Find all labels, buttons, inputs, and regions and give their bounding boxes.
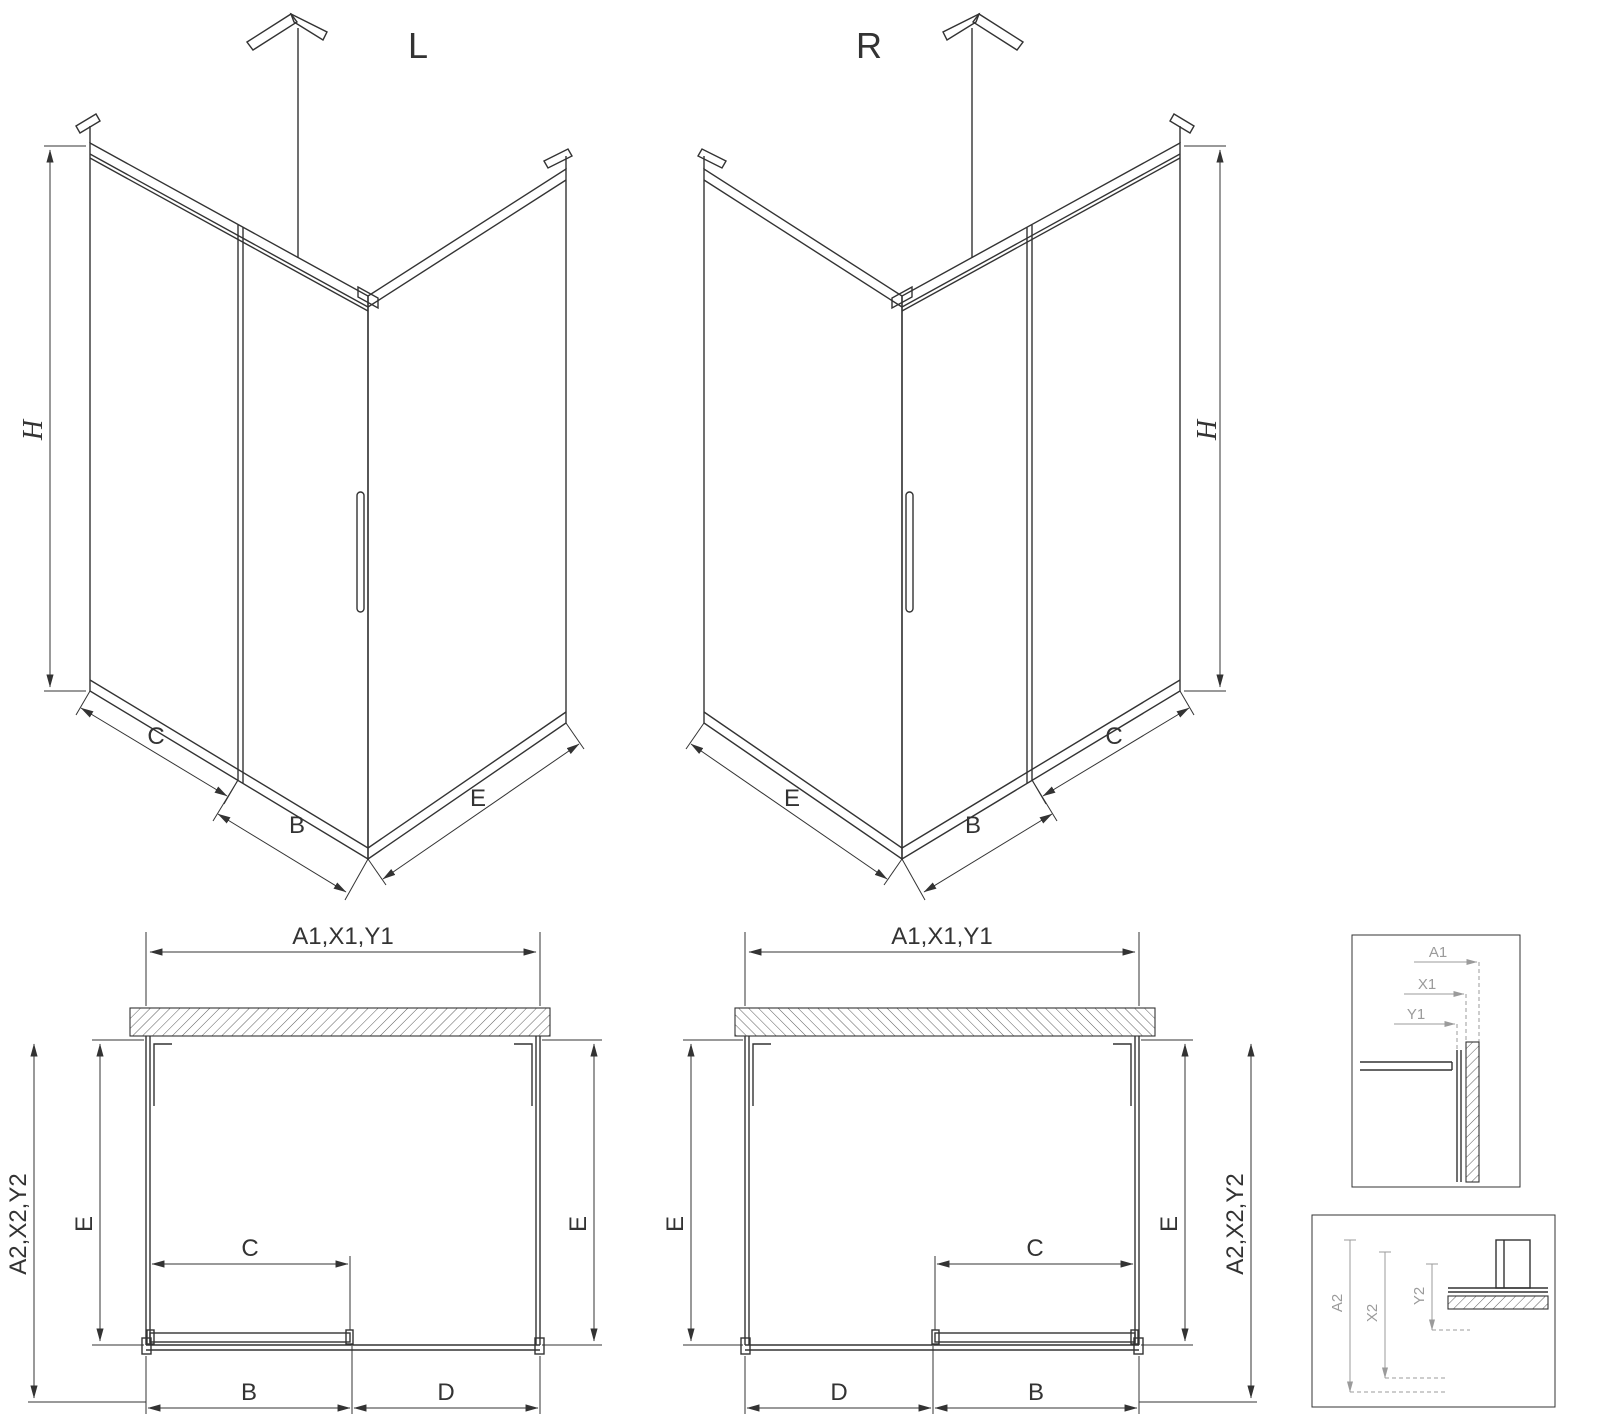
dim-label-c-left: C — [147, 723, 164, 750]
dim-label-a1-detail: A1 — [1429, 944, 1447, 961]
wall-bracket-right — [543, 148, 573, 169]
wall-profile-right — [514, 1043, 533, 1106]
view-label-right: R — [856, 25, 882, 66]
detail-view-bottom: A2 X2 Y2 — [1311, 1214, 1556, 1408]
plan-view-geometry — [28, 932, 602, 1414]
dim-label-e-plan-left-1: E — [71, 1216, 98, 1232]
dim-label-h-right: H — [1192, 418, 1223, 441]
view-label-left: L — [408, 25, 428, 66]
dim-label-c-plan-center: C — [1026, 1235, 1043, 1262]
dim-label-d-plan-left: D — [437, 1379, 454, 1406]
door-handle — [356, 491, 365, 613]
detail-bottom-profile — [1447, 1239, 1549, 1310]
wall-bracket-top-2 — [289, 12, 328, 41]
dim-label-x2-detail: X2 — [1364, 1304, 1381, 1322]
wall-bracket-left — [75, 113, 101, 134]
sliding-door-plan — [149, 1332, 351, 1343]
dim-label-c-plan-left: C — [241, 1235, 258, 1262]
dim-label-e-plan-center-2: E — [1156, 1216, 1183, 1232]
dim-label-c-right-iso: C — [1105, 723, 1122, 750]
corner-profile-block — [357, 285, 379, 310]
iso-left-labels: L H C B E — [18, 25, 486, 839]
iso-dimension-lines — [44, 145, 585, 901]
plan-left-labels: A1,X1,Y1 A2,X2,Y2 E E C B D — [5, 923, 592, 1406]
plan-glass-walls — [141, 1036, 545, 1355]
dim-label-a2-detail: A2 — [1329, 1294, 1346, 1312]
dim-label-b-right-iso: B — [965, 812, 981, 839]
iso-right-labels: R H E B C — [784, 25, 1223, 839]
dim-label-e-plan-left-2: E — [565, 1216, 592, 1232]
dim-label-y1-detail: Y1 — [1407, 1006, 1425, 1023]
dim-label-a1-plan-center: A1,X1,Y1 — [891, 923, 992, 950]
glass-panel-return — [367, 167, 567, 861]
dim-label-a2-plan-center: A2,X2,Y2 — [1222, 1173, 1249, 1274]
dim-label-b-left: B — [289, 812, 305, 839]
detail-top-wall-hatch — [1465, 1041, 1480, 1183]
dim-label-e-plan-center-1: E — [662, 1216, 689, 1232]
detail-bottom-wall-hatch — [1447, 1295, 1549, 1310]
detail-top-profile — [1360, 1041, 1480, 1183]
dim-label-b-plan-left: B — [241, 1379, 257, 1406]
plan-center-labels: A1,X1,Y1 A2,X2,Y2 E E C D B — [662, 923, 1249, 1406]
detail-view-top: A1 X1 Y1 — [1351, 934, 1521, 1188]
building-wall-hatch — [129, 1007, 551, 1037]
plan-dimension-lines — [28, 932, 602, 1414]
iso-enclosure-geometry — [44, 12, 585, 901]
detail-bottom-border — [1311, 1214, 1556, 1408]
detail-bottom-dimension-lines — [1344, 1239, 1470, 1393]
detail-top-dimension-lines — [1394, 958, 1480, 1050]
dim-label-a1-plan-left: A1,X1,Y1 — [292, 923, 393, 950]
dim-label-a2-plan-left: A2,X2,Y2 — [5, 1173, 32, 1274]
dim-label-y2-detail: Y2 — [1411, 1287, 1428, 1305]
dim-label-b-plan-center: B — [1028, 1379, 1044, 1406]
glass-panel-side — [89, 141, 369, 861]
wall-profile-left — [153, 1043, 172, 1106]
dim-label-e-right-iso: E — [784, 785, 800, 812]
detail-top-border — [1351, 934, 1521, 1188]
dim-label-d-plan-center: D — [830, 1379, 847, 1406]
iso-enclosure-geometry-mirrored — [686, 14, 1226, 900]
dim-label-x1-detail: X1 — [1418, 976, 1436, 993]
plan-view-geometry-mirrored — [683, 932, 1257, 1414]
wall-bracket-top — [245, 13, 299, 51]
dim-label-e-left: E — [470, 785, 486, 812]
dim-label-h-left: H — [18, 418, 49, 441]
